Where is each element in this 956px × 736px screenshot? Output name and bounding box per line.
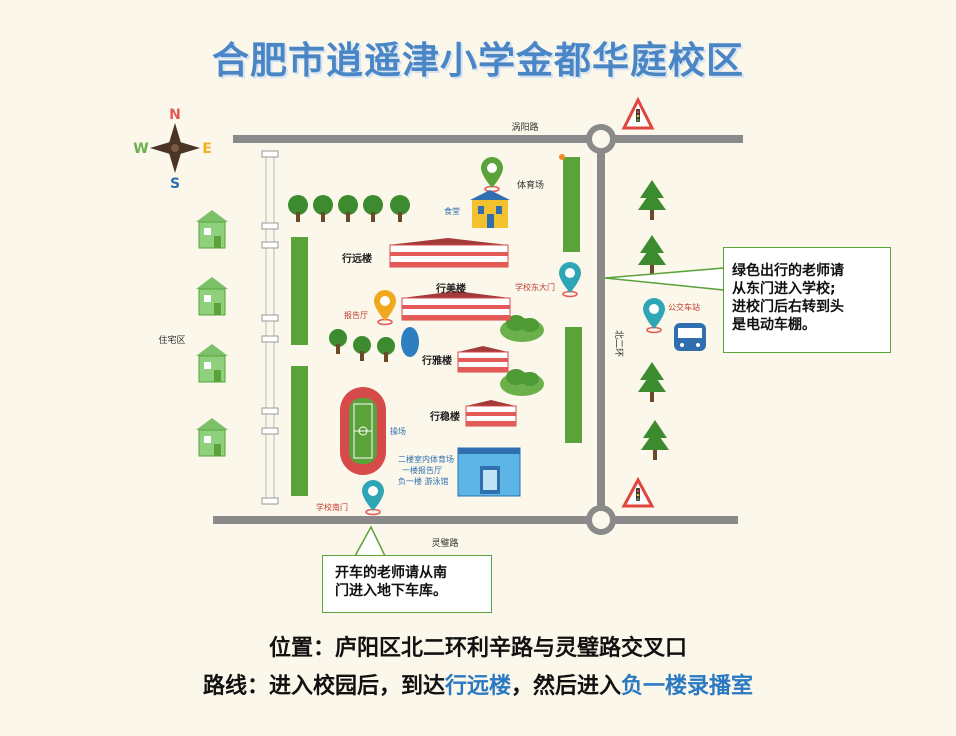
- bush-icons: [500, 315, 544, 396]
- bus-stop-label: 公交车站: [668, 302, 700, 312]
- callout-pointer: [604, 267, 725, 291]
- location-pin-icon: [643, 298, 665, 334]
- building-xingmei: [401, 291, 511, 321]
- canteen-building: [470, 190, 510, 228]
- page-title: 合肥市逍遥津小学金都华庭校区: [212, 39, 744, 82]
- gym-note-2: 一楼报告厅: [402, 465, 442, 475]
- report-hall-label: 报告厅: [344, 310, 368, 320]
- callout-south-gate: 开车的老师请从南 门进入地下车库。: [322, 555, 492, 613]
- location-pin-icon: [481, 157, 503, 193]
- hedge: [565, 327, 582, 443]
- road-network: [213, 124, 743, 535]
- route-highlight-building: 行远楼: [444, 674, 511, 699]
- canteen-label: 食堂: [444, 206, 460, 216]
- building-label-xingmei: 行美楼: [435, 282, 466, 295]
- tree-icons: [288, 195, 410, 362]
- gym-note-1: 二楼室内体育场: [398, 454, 454, 464]
- route-highlight-room: 负一楼录播室: [621, 674, 754, 699]
- callout-south-text: 开车的老师请从南 门进入地下车库。: [335, 565, 447, 599]
- orange-dot: [559, 154, 565, 160]
- building-xingya: [457, 346, 509, 373]
- traffic-sign-icon: [621, 476, 655, 508]
- location-pin-icon: [559, 262, 581, 298]
- callout-east-text: 绿色出行的老师请 从东门进入学校; 进校门后右转到头 是电动车棚。: [732, 263, 844, 333]
- playground-track: [340, 387, 386, 475]
- compass-n: N: [169, 107, 181, 123]
- building-xingwen: [465, 400, 517, 427]
- compass-s: S: [170, 176, 180, 192]
- pond: [401, 327, 419, 357]
- location-pin-icon: [374, 290, 396, 326]
- east-gate-label: 学校东大门: [515, 282, 555, 292]
- compass-w: W: [133, 141, 148, 157]
- route-info: 路线：进入校园后，到达行远楼，然后进入负一楼录播室: [0, 668, 956, 700]
- playground-label: 操场: [390, 426, 406, 436]
- traffic-sign-icon: [621, 96, 655, 130]
- compass-rose: N S E W: [133, 107, 212, 192]
- south-gate-label: 学校南门: [316, 502, 348, 512]
- fence: [261, 150, 279, 505]
- building-label-xingya: 行雅楼: [421, 354, 452, 367]
- road-label-north: 涡阳路: [511, 121, 538, 133]
- building-label-xingwen: 行稳楼: [429, 410, 460, 423]
- gym-building: [457, 447, 521, 497]
- compass-e: E: [202, 141, 212, 157]
- tree-icons: [638, 180, 669, 460]
- bus-icon: [674, 323, 706, 351]
- callout-pointer: [353, 525, 387, 557]
- building-xingyuan: [388, 238, 509, 268]
- hedge: [291, 366, 308, 496]
- gym-note-3: 负一楼 游泳馆: [398, 476, 449, 486]
- building-label-xingyuan: 行远楼: [341, 252, 372, 265]
- pe-field-label: 体育场: [517, 179, 544, 191]
- location-info: 位置：庐阳区北二环利辛路与灵璧路交叉口: [268, 636, 687, 661]
- house-icons: [196, 210, 228, 457]
- campus-map: N S E W 涡阳路 灵璧路 北二环: [133, 96, 743, 557]
- callout-east-gate: 绿色出行的老师请 从东门进入学校; 进校门后右转到头 是电动车棚。: [723, 247, 891, 353]
- road-label-south: 灵璧路: [431, 537, 458, 549]
- route-prefix: 路线：进入校园后，到达: [202, 674, 445, 699]
- hedge: [291, 237, 308, 345]
- residential-label: 住宅区: [158, 334, 185, 346]
- road-label-east: 北二环: [613, 330, 624, 357]
- hedge: [563, 157, 580, 252]
- route-middle: ，然后进入: [511, 674, 622, 699]
- location-pin-icon: [362, 480, 384, 516]
